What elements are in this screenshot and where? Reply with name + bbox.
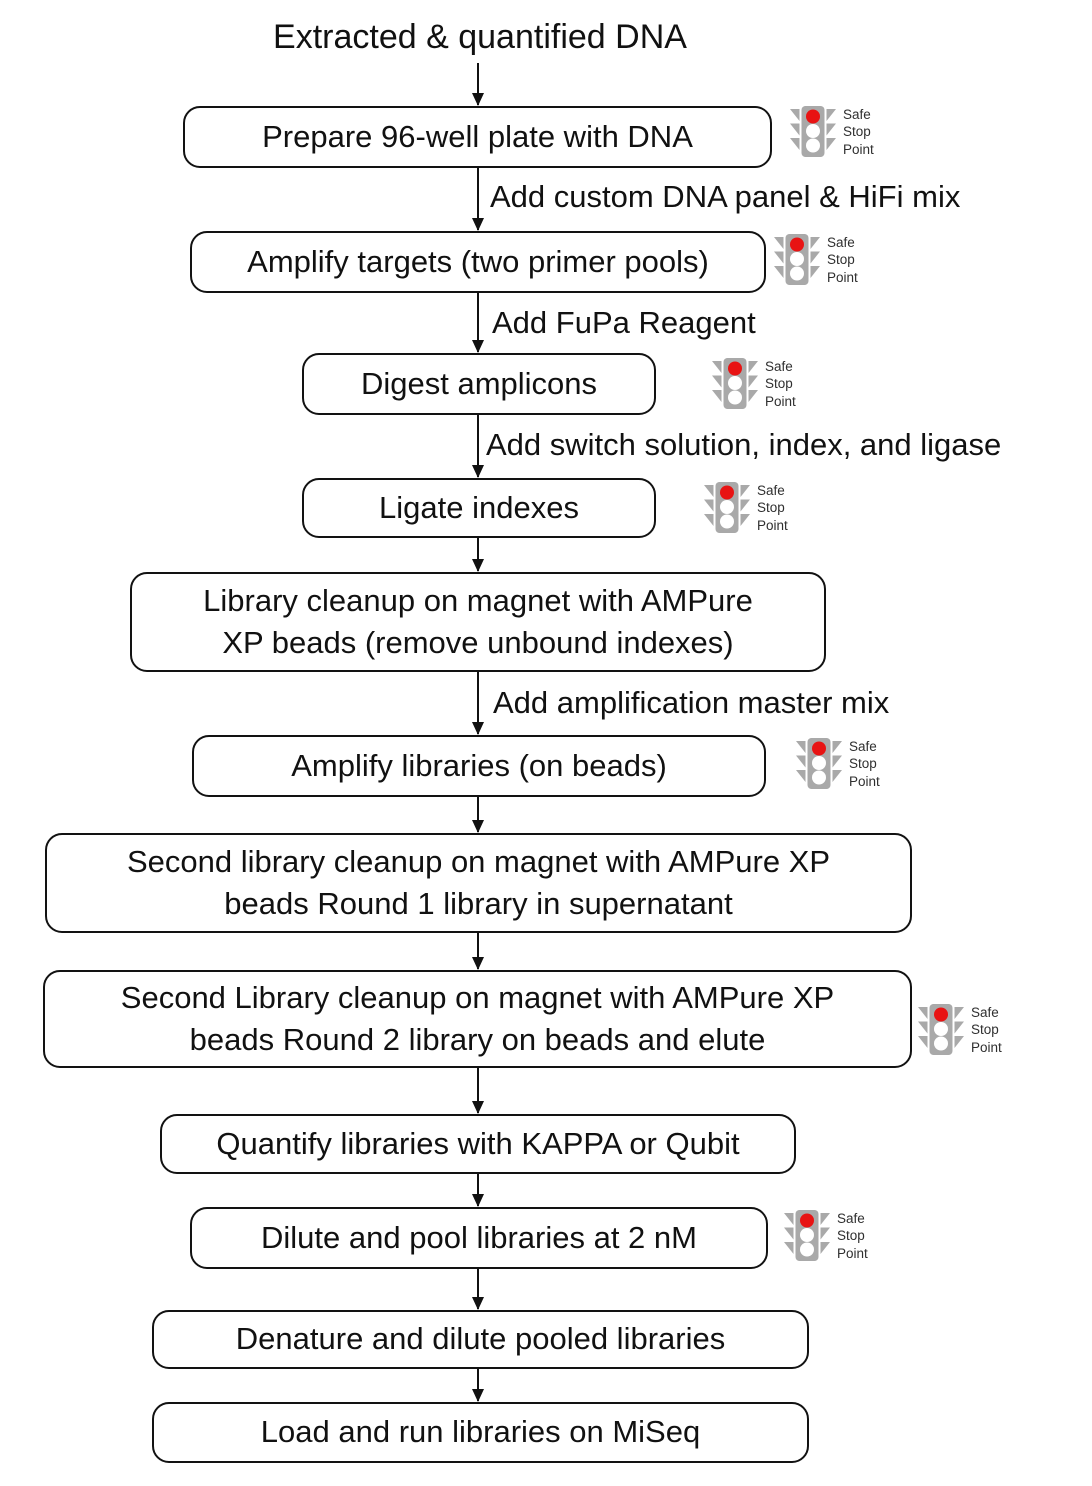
step-label: Second Library cleanup on magnet with AM…: [120, 979, 835, 1015]
step-label: Denature and dilute pooled libraries: [235, 1321, 726, 1357]
step-digest-amplicons: Digest amplicons: [302, 353, 656, 415]
step-label: Second library cleanup on magnet with AM…: [126, 843, 831, 879]
step-second-cleanup-round2: Second Library cleanup on magnet with AM…: [43, 970, 912, 1068]
step-label: Load and run libraries on MiSeq: [260, 1414, 701, 1450]
safe-stop-point-label: Safe Stop Point: [757, 482, 788, 533]
step-label: Amplify libraries (on beads): [291, 747, 667, 783]
flow-arrow: [477, 1171, 479, 1206]
safe-stop-point-indicator: Safe Stop Point: [784, 1208, 868, 1264]
step-label: XP beads (remove unbound indexes): [222, 625, 734, 660]
step-label: Prepare 96-well plate with DNA: [262, 118, 693, 154]
flow-arrow: [477, 794, 479, 832]
edge-note-add-fupa: Add FuPa Reagent: [492, 305, 756, 340]
traffic-light-icon: [774, 234, 820, 285]
safe-stop-point-label: Safe Stop Point: [827, 234, 858, 285]
safe-stop-point-label: Safe Stop Point: [971, 1004, 1002, 1055]
step-denature-dilute: Denature and dilute pooled libraries: [152, 1310, 809, 1369]
flow-arrow: [477, 1366, 479, 1401]
safe-stop-point-indicator: Safe Stop Point: [790, 104, 874, 160]
safe-stop-point-indicator: Safe Stop Point: [712, 356, 796, 412]
flow-arrow: [477, 930, 479, 969]
safe-stop-point-indicator: Safe Stop Point: [704, 480, 788, 536]
step-second-cleanup-round1: Second library cleanup on magnet with AM…: [45, 833, 912, 933]
flow-arrow: [477, 1065, 479, 1113]
flow-arrow: [477, 669, 479, 734]
safe-stop-point-indicator: Safe Stop Point: [774, 232, 858, 288]
safe-stop-point-indicator: Safe Stop Point: [918, 1002, 1002, 1058]
step-dilute-pool: Dilute and pool libraries at 2 nM: [190, 1207, 768, 1269]
edge-note-add-master-mix: Add amplification master mix: [493, 685, 890, 720]
flow-arrow: [477, 412, 479, 477]
flow-arrow: [477, 290, 479, 352]
step-label: Quantify libraries with KAPPA or Qubit: [216, 1125, 740, 1161]
traffic-light-icon: [796, 738, 842, 789]
step-label: beads Round 1 library in supernatant: [224, 886, 733, 921]
traffic-light-icon: [784, 1210, 830, 1261]
traffic-light-icon: [918, 1004, 964, 1055]
safe-stop-point-label: Safe Stop Point: [837, 1210, 868, 1261]
step-label: Ligate indexes: [379, 489, 579, 525]
step-label: Dilute and pool libraries at 2 nM: [261, 1219, 697, 1255]
step-label: Library cleanup on magnet with AMPure: [203, 582, 753, 618]
step-amplify-libraries: Amplify libraries (on beads): [192, 735, 766, 797]
safe-stop-point-label: Safe Stop Point: [843, 106, 874, 157]
traffic-light-icon: [712, 358, 758, 409]
step-load-run-miseq: Load and run libraries on MiSeq: [152, 1402, 809, 1463]
step-quantify-libraries: Quantify libraries with KAPPA or Qubit: [160, 1114, 796, 1174]
step-ligate-indexes: Ligate indexes: [302, 478, 656, 538]
flow-arrow: [477, 1266, 479, 1309]
step-library-cleanup: Library cleanup on magnet with AMPure XP…: [130, 572, 826, 672]
edge-note-add-switch: Add switch solution, index, and ligase: [486, 427, 1002, 462]
step-label: Digest amplicons: [360, 365, 598, 401]
step-prepare-plate: Prepare 96-well plate with DNA: [183, 106, 772, 168]
traffic-light-icon: [704, 482, 750, 533]
step-label: Amplify targets (two primer pools): [247, 243, 709, 279]
diagram-title: Extracted & quantified DNA: [273, 18, 687, 56]
traffic-light-icon: [790, 106, 836, 157]
flow-arrow: [477, 166, 479, 230]
step-amplify-targets: Amplify targets (two primer pools): [190, 231, 766, 293]
safe-stop-point-label: Safe Stop Point: [849, 738, 880, 789]
safe-stop-point-indicator: Safe Stop Point: [796, 736, 880, 792]
flow-arrow: [477, 63, 479, 105]
safe-stop-point-label: Safe Stop Point: [765, 358, 796, 409]
flow-arrow: [477, 537, 479, 571]
step-label: beads Round 2 library on beads and elute: [189, 1022, 766, 1057]
edge-note-add-panel: Add custom DNA panel & HiFi mix: [490, 179, 961, 214]
